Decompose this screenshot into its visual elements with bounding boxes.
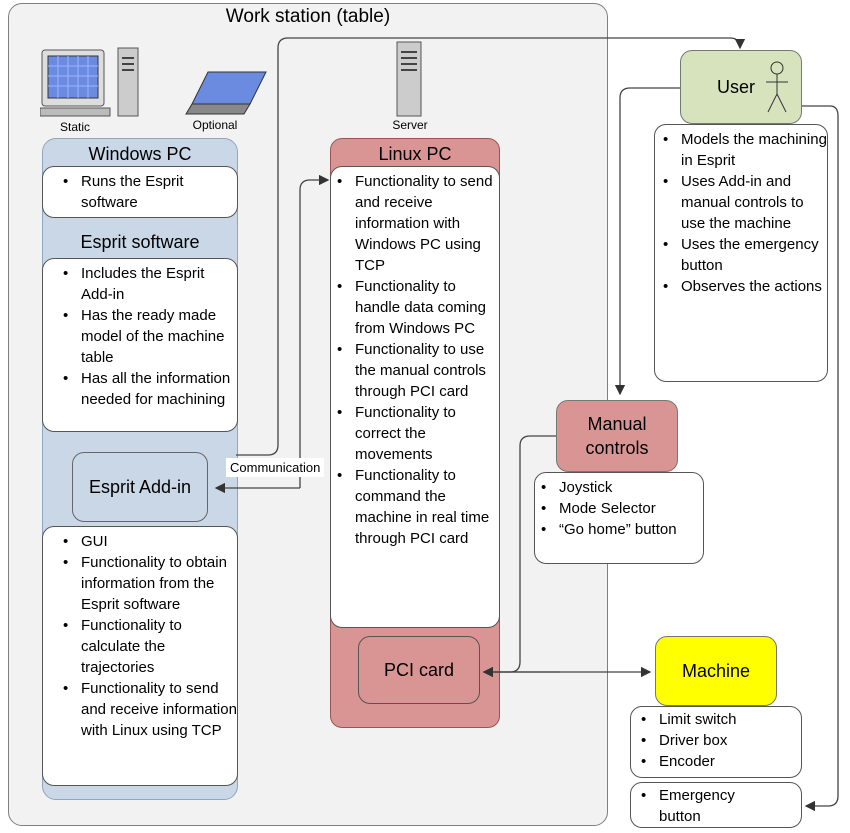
user-manual-line bbox=[614, 87, 680, 396]
list-item: Emergency button bbox=[641, 785, 769, 827]
list-item: Includes the Esprit Add-in bbox=[63, 263, 237, 305]
windows-pc-title: Windows PC bbox=[88, 144, 192, 164]
list-item: Observes the actions bbox=[663, 276, 827, 297]
list-item: GUI bbox=[63, 531, 237, 552]
list-item: Has all the information needed for machi… bbox=[63, 368, 237, 410]
list-item: Functionality to obtain information from… bbox=[63, 552, 237, 615]
machine-box: Limit switch Driver box Encoder bbox=[630, 706, 802, 778]
list-item: Uses Add-in and manual controls to use t… bbox=[663, 171, 827, 234]
list-item: Functionality to send and receive inform… bbox=[63, 678, 237, 741]
server-icon bbox=[396, 41, 422, 117]
communication-label: Communication bbox=[226, 458, 325, 477]
addin-user-line bbox=[236, 37, 746, 456]
list-item: Functionality to use the manual controls… bbox=[337, 339, 495, 402]
esprit-addin-box: GUI Functionality to obtain information … bbox=[42, 526, 238, 786]
laptop-icon bbox=[185, 71, 267, 115]
pci-card-node: PCI card bbox=[358, 636, 480, 704]
esprit-addin-node: Esprit Add-in bbox=[72, 452, 208, 522]
list-item: Limit switch bbox=[641, 709, 801, 730]
server-label: Server bbox=[392, 118, 428, 132]
addin-linux-line bbox=[299, 174, 330, 488]
list-item: Uses the emergency button bbox=[663, 234, 827, 276]
emergency-box: Emergency button bbox=[630, 782, 802, 828]
user-emergency-line bbox=[802, 105, 839, 812]
workstation-title: Work station (table) bbox=[225, 6, 391, 27]
manual-pci-line bbox=[482, 435, 556, 678]
static-label: Static bbox=[59, 120, 90, 134]
windows-pc-box: Runs the Esprit software bbox=[42, 166, 238, 218]
list-item: Has the ready made model of the machine … bbox=[63, 305, 237, 368]
list-item: “Go home” button bbox=[541, 519, 703, 540]
list-item: Mode Selector bbox=[541, 498, 703, 519]
user-box: Models the machining in Esprit Uses Add-… bbox=[654, 124, 828, 382]
esprit-software-title: Esprit software bbox=[80, 232, 200, 252]
list-item: Functionality to calculate the trajector… bbox=[63, 615, 237, 678]
list-item: Functionality to handle data coming from… bbox=[337, 276, 495, 339]
manual-controls-title: Manual controls bbox=[585, 414, 649, 458]
stick-figure-icon bbox=[766, 61, 788, 113]
linux-pc-box: Functionality to send and receive inform… bbox=[330, 166, 500, 628]
manual-controls-box: Joystick Mode Selector “Go home” button bbox=[534, 472, 704, 564]
list-item: Models the machining in Esprit bbox=[663, 129, 827, 171]
list-item: Functionality to command the machine in … bbox=[337, 465, 495, 549]
manual-controls-node: Manual controls bbox=[556, 400, 678, 472]
linux-pc-title: Linux PC bbox=[378, 144, 452, 164]
machine-node: Machine bbox=[655, 636, 777, 706]
list-item: Runs the Esprit software bbox=[63, 171, 237, 213]
list-item: Functionality to send and receive inform… bbox=[337, 171, 495, 276]
list-item: Joystick bbox=[541, 477, 703, 498]
list-item: Functionality to correct the movements bbox=[337, 402, 495, 465]
optional-label: Optional bbox=[192, 118, 238, 132]
desktop-computer-icon bbox=[40, 47, 139, 117]
list-item: Encoder bbox=[641, 751, 801, 772]
list-item: Driver box bbox=[641, 730, 801, 751]
user-node: User bbox=[680, 50, 802, 124]
esprit-software-box: Includes the Esprit Add-in Has the ready… bbox=[42, 258, 238, 432]
